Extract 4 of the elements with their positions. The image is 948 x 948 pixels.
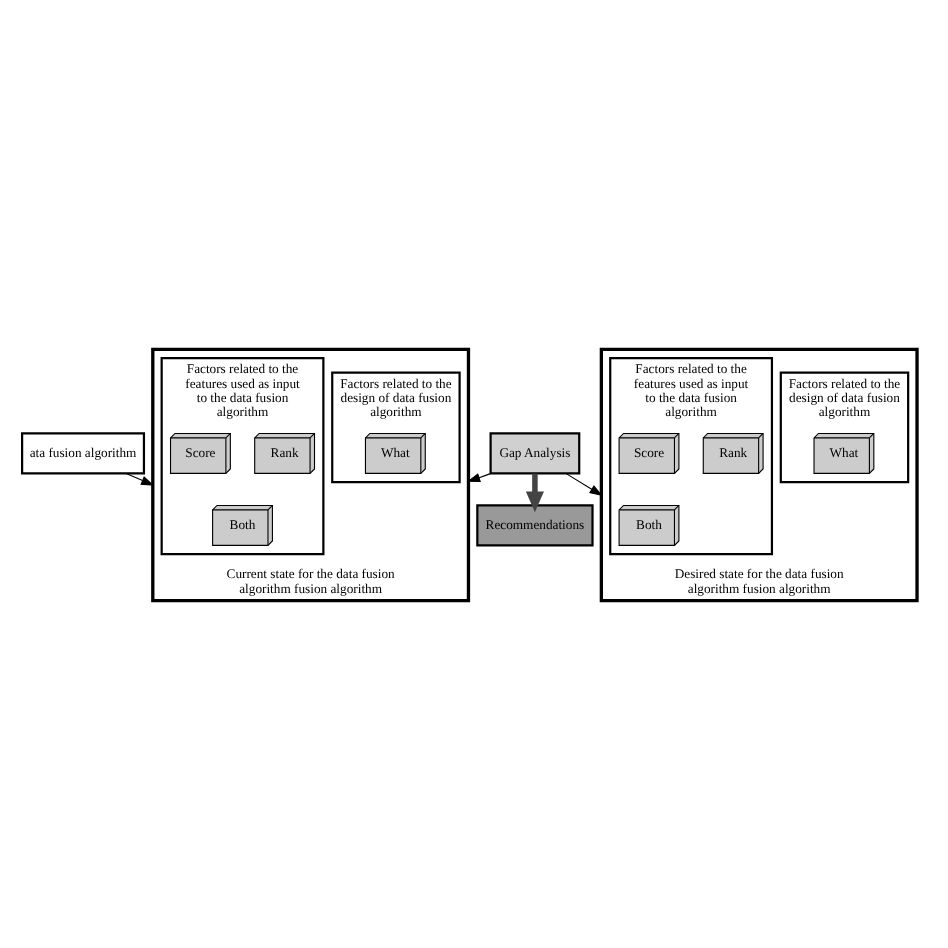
arrow	[466, 471, 492, 482]
arrow	[525, 472, 544, 512]
arrow	[565, 471, 603, 496]
arrow	[125, 471, 155, 485]
